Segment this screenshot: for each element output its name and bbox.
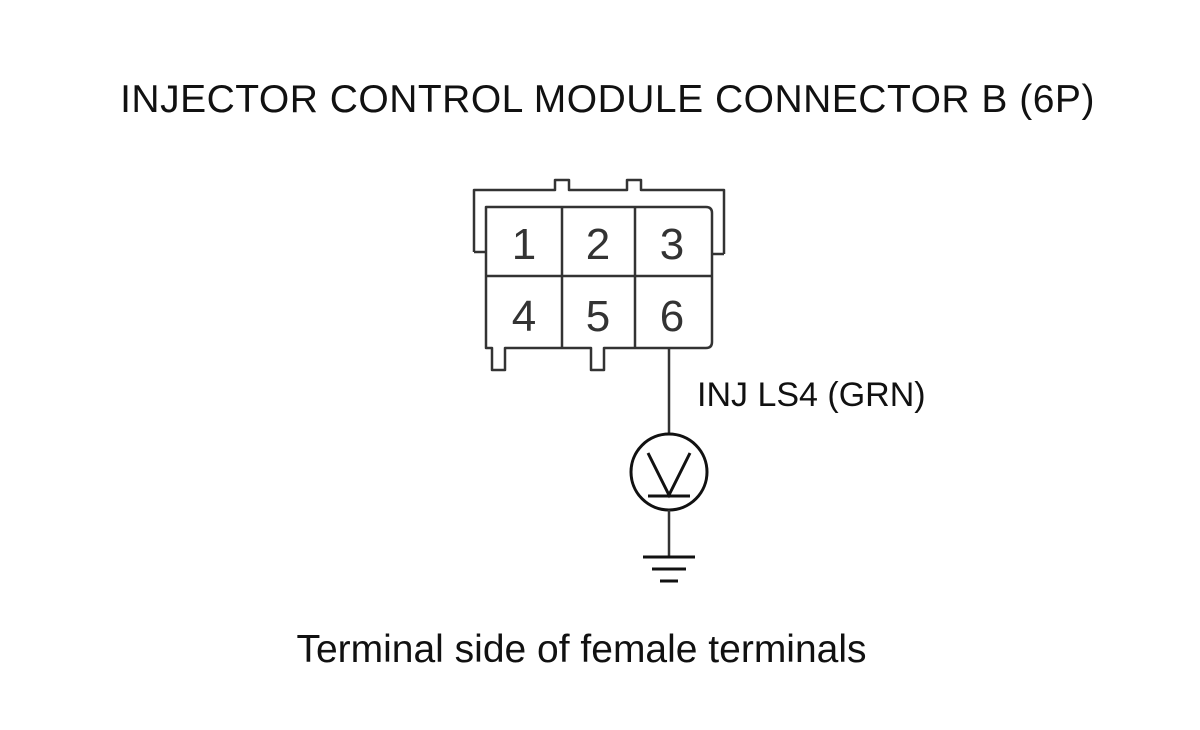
diagram-caption: Terminal side of female terminals — [296, 628, 867, 671]
pin-6: 6 — [660, 292, 684, 341]
voltmeter-icon — [629, 432, 709, 512]
pin-3: 3 — [660, 220, 684, 269]
pin-grid — [486, 207, 712, 348]
pin-numbers: 1 2 3 4 5 6 — [512, 220, 684, 341]
wire-label: INJ LS4 (GRN) — [697, 376, 926, 414]
connector-housing — [472, 178, 726, 372]
pin-5: 5 — [586, 292, 610, 341]
pin-4: 4 — [512, 292, 536, 341]
ground-icon — [643, 555, 695, 583]
pin-2: 2 — [586, 220, 610, 269]
pin-1: 1 — [512, 220, 536, 269]
diagram-title: INJECTOR CONTROL MODULE CONNECTOR B (6P) — [120, 78, 1095, 121]
